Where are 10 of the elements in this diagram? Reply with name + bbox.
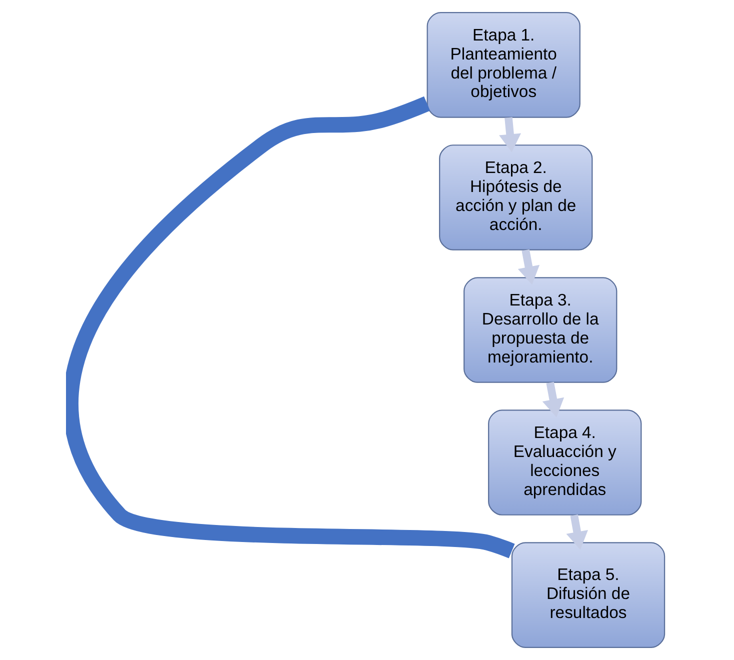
node-box: Etapa 3. Desarrollo de la propuesta de mejoramiento. xyxy=(463,277,617,383)
node-box: Etapa 4. Evaluacción y lecciones aprendidas xyxy=(488,410,642,516)
connector xyxy=(66,96,514,558)
arrow xyxy=(566,514,588,550)
arrow xyxy=(517,249,540,285)
node-box: Etapa 2. Hipótesis de acción y plan de acción. xyxy=(438,144,592,250)
node-box: Etapa 5. Difusión de resultados xyxy=(510,542,665,648)
arrow xyxy=(498,117,521,152)
arrow xyxy=(542,382,564,418)
node-box: Etapa 1. Planteamiento del problema / objetivos xyxy=(426,12,580,118)
